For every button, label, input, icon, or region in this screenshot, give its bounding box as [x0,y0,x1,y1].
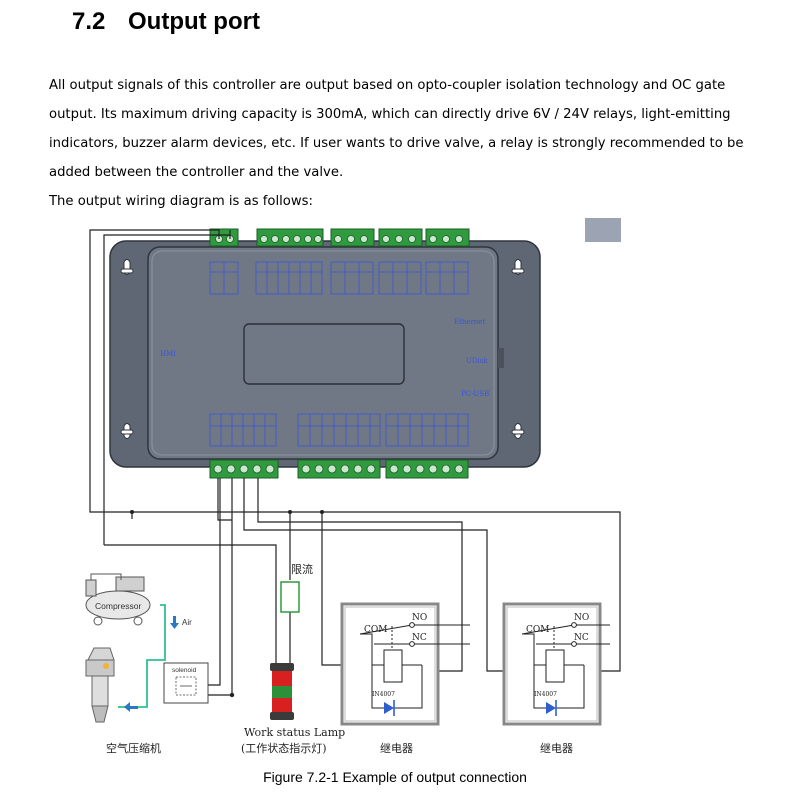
relay-2-no: NO [574,613,589,623]
figure-caption: Figure 7.2-1 Example of output connectio… [263,769,527,785]
compressor-cn-label: 空气压缩机 [106,741,161,755]
relay-2-name: 继电器 [540,742,573,755]
lamp-label-cn: (工作状态指示灯) [241,741,327,755]
current-limit-resistor [280,581,300,613]
paragraph-line-2: output. Its maximum driving capacity is … [49,107,731,122]
ethernet-label: Ethernet [454,318,486,326]
relay-1-diode-label: IN4007 [372,691,395,698]
paragraph-line-5: The output wiring diagram is as follows: [49,194,313,209]
section-title: Output port [128,8,260,35]
bottom-label-grids [209,413,469,447]
laser-head [85,647,115,723]
hmi-label: HMI [160,350,176,358]
paragraph-line-3: indicators, buzzer alarm devices, etc. I… [49,136,744,151]
paragraph-line-4: added between the controller and the val… [49,165,344,180]
air-flow-arrow-icon [124,702,138,712]
relay-2-nc: NC [574,633,589,643]
relay-1-nc: NC [412,633,427,643]
lamp-label: Work status Lamp [244,726,345,739]
section-number: 7.2 [72,8,106,35]
display-window [243,323,405,385]
air-label: Air [182,618,192,627]
resistor-label: 限流 [291,562,313,576]
air-arrow-icon [170,616,179,629]
diode-2-icon [546,702,556,714]
relay-1-name: 继电器 [380,742,413,755]
controller-enclosure [109,240,541,468]
udisk-label: UDisk [466,357,488,365]
paragraph-line-1: All output signals of this controller ar… [49,78,726,93]
wiring [89,229,621,696]
compressor-label: Compressor [95,601,141,611]
relay-2 [502,602,610,726]
relay-1 [340,602,470,726]
air-hose [118,604,166,708]
solenoid-label: solenoid [172,667,197,674]
pcusb-label: PC-USB [461,390,489,398]
junction-dots [130,510,324,698]
work-status-lamp [270,663,294,720]
relay-1-no: NO [412,613,427,623]
top-label-grids [209,261,469,295]
relay-1-com: COM [364,625,387,635]
solenoid-valve [163,662,209,704]
gray-marker [585,218,621,242]
bottom-terminal-blocks [209,459,469,479]
diode-1-icon [384,702,394,714]
relay-2-diode-label: IN4007 [534,691,557,698]
top-terminal-blocks [209,228,470,247]
compressor [85,573,151,626]
section-heading: 7.2 Output port [72,8,260,36]
relay-2-com: COM [526,625,549,635]
mounting-slots [120,259,525,439]
